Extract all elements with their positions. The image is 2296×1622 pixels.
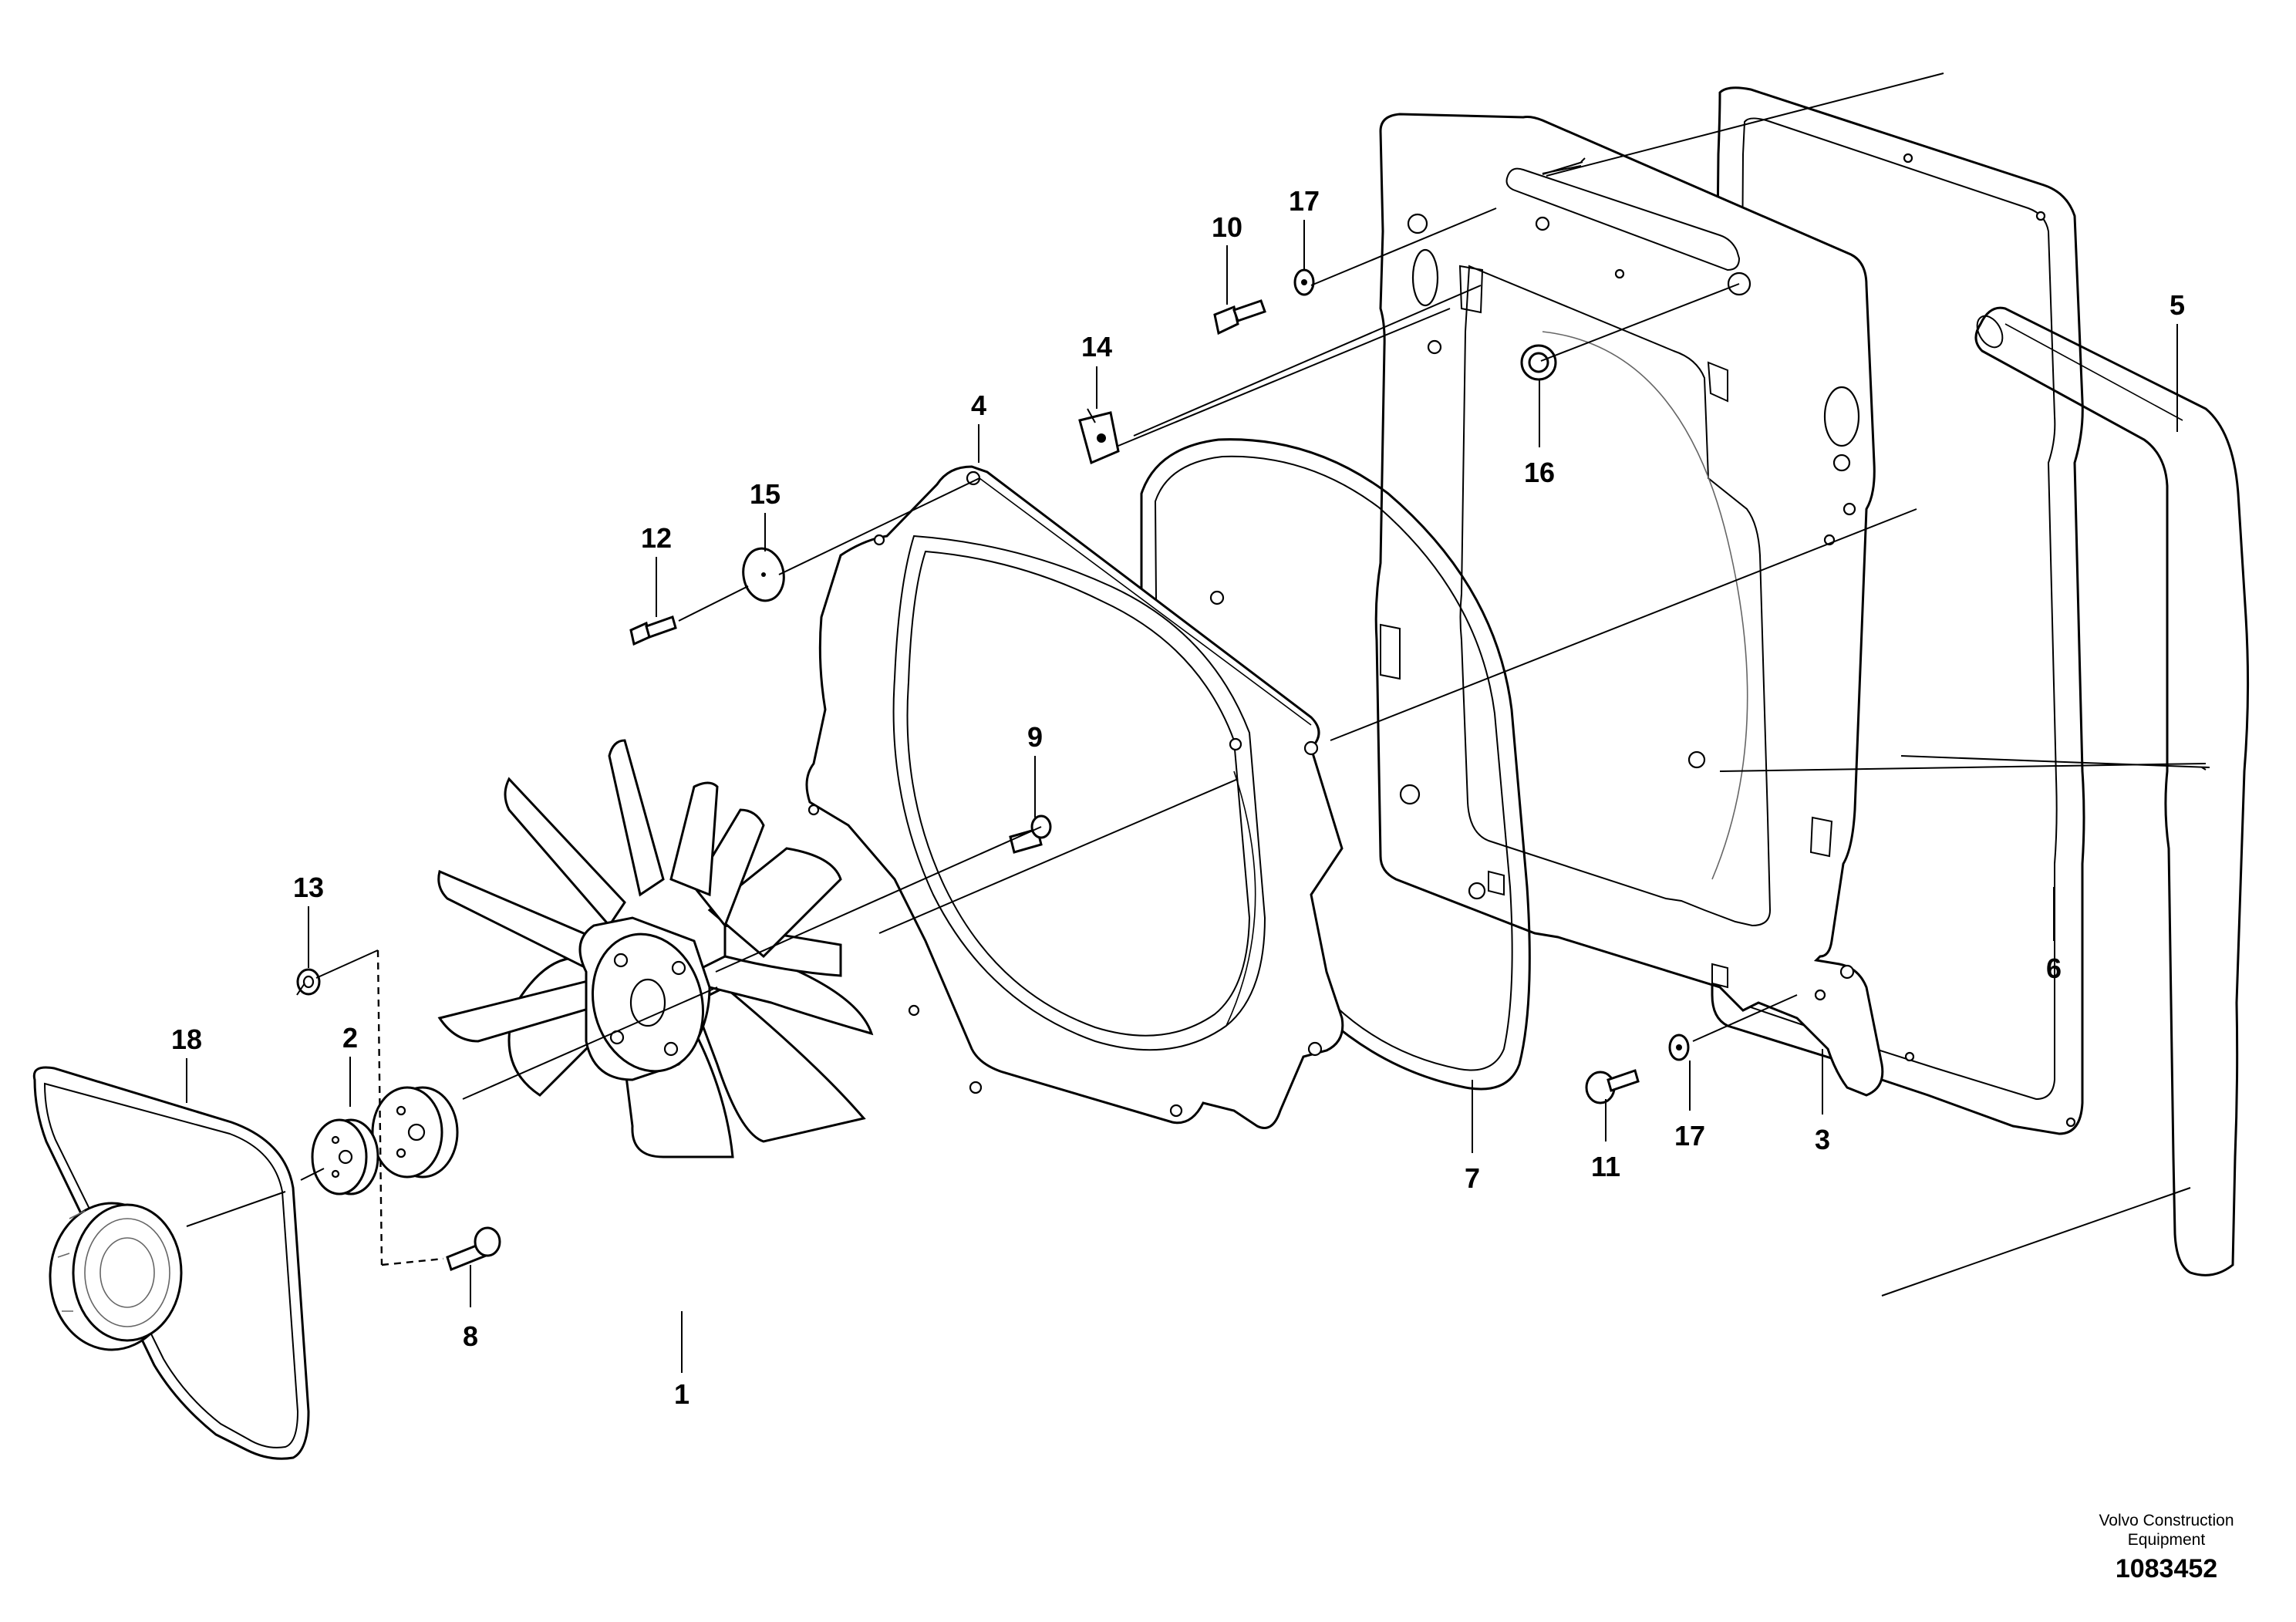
part-4-fan-shroud: [805, 465, 1344, 1129]
part-8-bolt: [446, 1226, 501, 1271]
part-15-washer: [742, 547, 785, 602]
brand-block: Volvo Construction Equipment 1083452: [2099, 1512, 2234, 1583]
callout-17-bottom: 17: [1674, 1120, 1705, 1152]
callout-5: 5: [2170, 289, 2185, 321]
part-10-bolt: [1213, 299, 1266, 336]
brand-line-1: Volvo Construction: [2099, 1512, 2234, 1529]
document-number: 1083452: [2116, 1554, 2217, 1583]
brand-line-2: Equipment: [2128, 1531, 2206, 1549]
callout-9: 9: [1027, 721, 1043, 753]
part-13-nut: [296, 968, 321, 996]
callout-14: 14: [1081, 331, 1112, 363]
part-3-radiator-plate: [1374, 113, 1884, 1097]
callout-16: 16: [1524, 457, 1555, 488]
part-16-grommet: [1520, 344, 1557, 381]
part-11-bolt: [1585, 1069, 1640, 1104]
part-17-washer-top: [1293, 268, 1315, 296]
callout-2: 2: [342, 1022, 358, 1054]
callout-11: 11: [1591, 1151, 1620, 1182]
part-18-belt-pulley: [32, 1066, 310, 1460]
part-12-bolt: [629, 615, 677, 646]
part-17-washer-bottom: [1668, 1034, 1690, 1061]
callout-7: 7: [1465, 1162, 1480, 1194]
callout-3: 3: [1815, 1124, 1830, 1155]
part-5-hose: [1974, 306, 2250, 1276]
callout-17-top: 17: [1289, 185, 1320, 217]
callout-1: 1: [674, 1378, 689, 1410]
part-14-clip-nut: [1078, 408, 1120, 465]
callout-8: 8: [463, 1320, 478, 1352]
callout-15: 15: [750, 478, 781, 510]
assembly-lines: [186, 73, 2210, 1297]
callout-18: 18: [171, 1023, 202, 1055]
callout-13: 13: [293, 872, 324, 903]
part-1-fan: [437, 739, 874, 1158]
leader-lines: [186, 220, 2178, 1373]
callout-6: 6: [2046, 953, 2062, 984]
callout-labels: 1 2 3 4 5 6 7 8 9 10 11 12 13 14 15 16 1…: [171, 185, 2185, 1410]
part-2-spacer-hub: [311, 1086, 459, 1195]
callout-12: 12: [641, 522, 672, 554]
callout-10: 10: [1212, 211, 1242, 243]
callout-4: 4: [971, 389, 986, 421]
